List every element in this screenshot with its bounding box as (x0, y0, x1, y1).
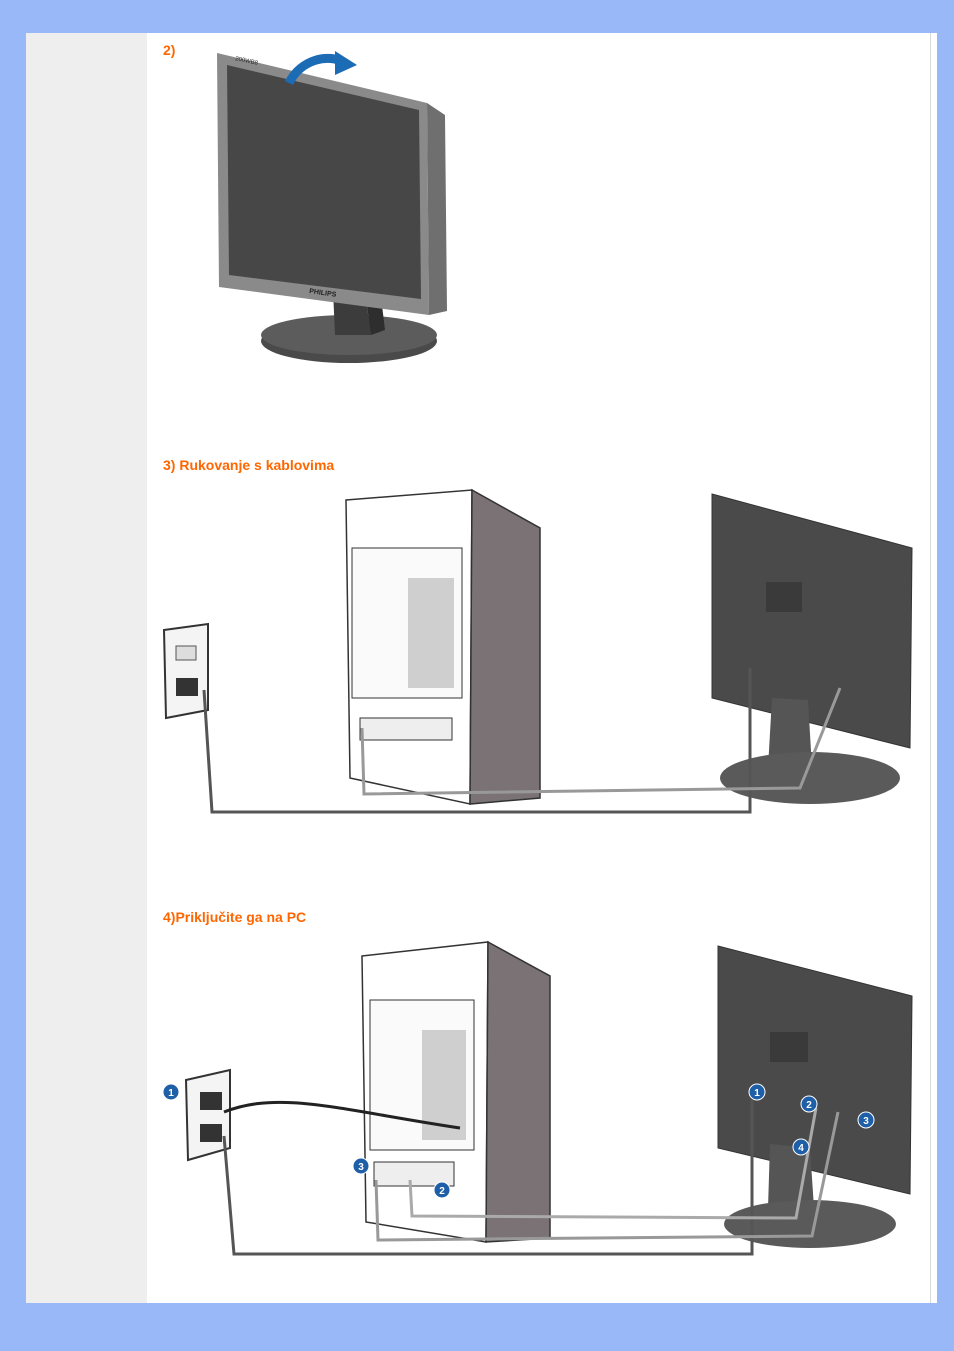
badge-label: 2 (439, 1186, 445, 1197)
wall-outlet-icon (184, 1068, 231, 1162)
badge-label: 2 (806, 1100, 812, 1111)
dvi-cable (408, 1107, 818, 1220)
monitor-power-cable (222, 1100, 754, 1256)
right-border (930, 33, 937, 1303)
connect-pc-illustration: 1 1 2 3 4 3 2 (160, 940, 915, 1260)
badge-icon (352, 1157, 370, 1175)
badge-label: 3 (358, 1162, 364, 1173)
section-heading-4: 4)Priključite ga na PC (163, 909, 307, 925)
pc-tower-icon (345, 488, 541, 805)
badge-icon (162, 1083, 180, 1101)
badge-label: 4 (798, 1143, 804, 1154)
cable-management-illustration (160, 488, 915, 820)
brand-label: PHILIPS (309, 288, 337, 299)
badge-icon (792, 1138, 810, 1156)
monitor-back-icon (717, 945, 913, 1248)
pc-tower-icon (361, 940, 551, 1243)
model-label: 200WB8 (235, 56, 259, 67)
badge-icon (800, 1095, 818, 1113)
monitor-back-icon (711, 493, 913, 804)
badge-label: 1 (754, 1088, 760, 1099)
power-cable (223, 1100, 461, 1130)
video-cable (360, 687, 842, 796)
badge-icon (748, 1083, 766, 1101)
badge-icon (857, 1111, 875, 1129)
wall-outlet-icon (162, 622, 209, 720)
vga-cable (374, 1111, 840, 1242)
section-heading-2: 2) (163, 42, 176, 58)
badge-label: 1 (168, 1088, 174, 1099)
monitor-front-illustration: 200WB8 PHILIPS (205, 45, 455, 367)
monitor-screen (227, 65, 421, 299)
sidebar (26, 33, 147, 1303)
section-heading-3: 3) Rukovanje s kablovima (163, 457, 335, 473)
power-cable (202, 668, 752, 814)
badge-icon (433, 1181, 451, 1199)
badge-label: 3 (863, 1116, 869, 1127)
